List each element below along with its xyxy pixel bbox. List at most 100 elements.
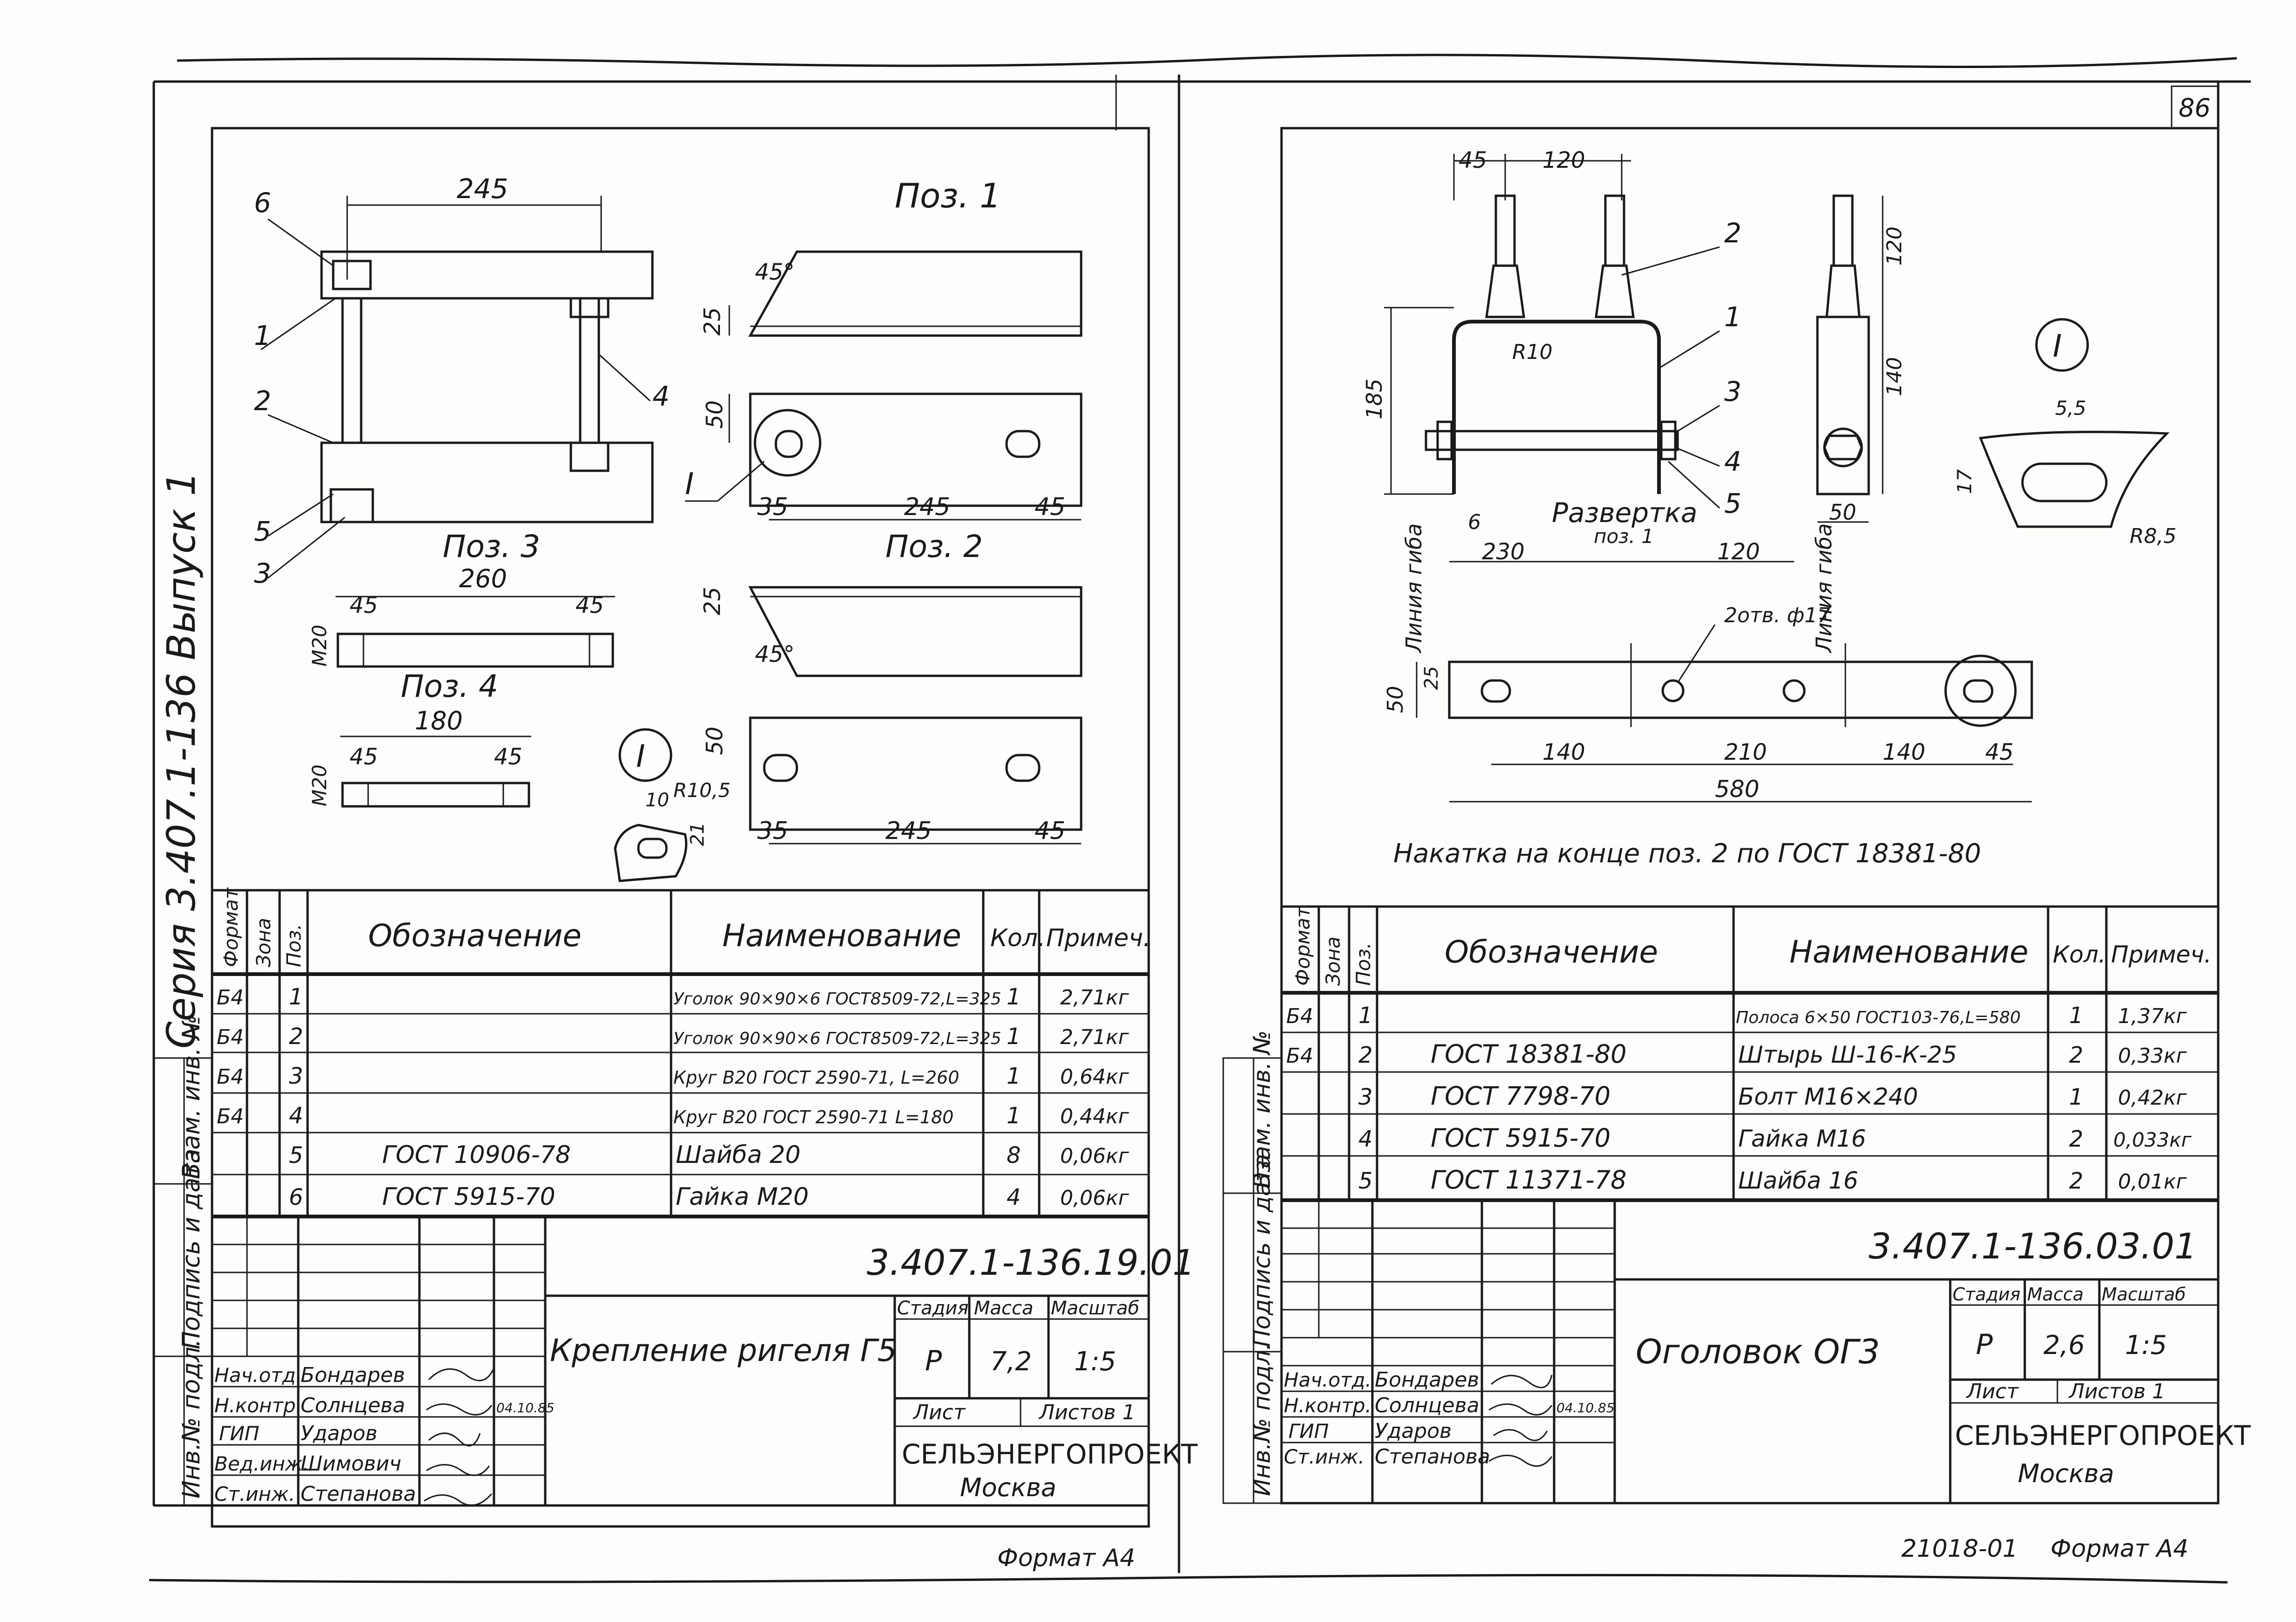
right-mass-label: Масса: [2027, 1284, 2084, 1305]
left-mass: 7,2: [990, 1347, 1032, 1377]
poz3-d260: 260: [459, 564, 507, 593]
head-d185: 185: [1362, 378, 1387, 419]
r-r3-note: 0,42кг: [2118, 1086, 2187, 1110]
head-r10: R10: [1512, 340, 1553, 364]
r-callout-4: 4: [1724, 446, 1741, 477]
left-spec-rows: Б4 1 Уголок 90×90×6 ГОСТ8509-72,L=325 1 …: [217, 984, 1130, 1211]
right-sheets-count: Листов 1: [2068, 1380, 2165, 1403]
poz2-angle: 45°: [755, 641, 795, 667]
sheet-number-box: [2171, 85, 2219, 129]
l-hdr-pos: Поз.: [282, 924, 305, 967]
right-callouts: 2 1 3 4 5: [1621, 217, 1741, 519]
l-r2-fmt: Б4: [217, 1025, 244, 1049]
poz1-plan-view: [728, 392, 1083, 521]
r-r1-qty: 1: [2069, 1003, 2084, 1029]
detail-I-mark-right: I: [2053, 328, 2062, 364]
left-format: Формат А4: [997, 1544, 1135, 1572]
head-front-view: [1384, 154, 1679, 495]
r-r5-qty: 2: [2069, 1168, 2084, 1194]
l-r6-pos: 6: [289, 1184, 303, 1210]
poz2-side-view: [748, 586, 1083, 677]
l-staff-role-1: Н.контр.: [214, 1394, 302, 1417]
left-assembly-view: 245: [320, 173, 654, 523]
poz2-d45: 45: [1035, 817, 1065, 845]
l-r1-qty: 1: [1007, 984, 1021, 1010]
l-r3-fmt: Б4: [217, 1065, 244, 1089]
order-number: 21018-01: [1901, 1535, 2018, 1563]
poz2-d35: 35: [757, 817, 788, 845]
r-r4-name: Гайка М16: [1738, 1125, 1866, 1152]
left-scale-label: Масштаб: [1051, 1298, 1139, 1319]
poz1-d25: 25: [699, 307, 726, 336]
detail-d55: 5,5: [2055, 397, 2086, 419]
callout-2: 2: [254, 385, 271, 417]
right-city: Москва: [2018, 1459, 2114, 1488]
r-date: 04.10.85: [1556, 1400, 1615, 1416]
r-r3-pos: 3: [1358, 1084, 1373, 1110]
right-scale-label: Масштаб: [2102, 1284, 2186, 1305]
r-r1-fmt: Б4: [1286, 1004, 1313, 1028]
series-label: Серия 3.407.1-136 Выпуск 1: [158, 471, 204, 1049]
r-staff-role-3: Ст.инж.: [1284, 1445, 1364, 1468]
r-hdr-qty: Кол.: [2053, 941, 2106, 968]
strip-d230: 230: [1482, 539, 1525, 565]
side-d140: 140: [1883, 357, 1906, 396]
poz3-d45b: 45: [576, 592, 604, 619]
head-d6: 6: [1468, 510, 1481, 534]
detail-r85: R8,5: [2130, 524, 2177, 548]
l-r2-name: Уголок 90×90×6 ГОСТ8509-72,L=325: [673, 1029, 1001, 1048]
strip-d45: 45: [1985, 739, 2014, 765]
poz4-title: Поз. 4: [401, 668, 498, 704]
r-staff-name-1: Солнцева: [1375, 1394, 1479, 1417]
left-stamp-sign-date: Подпись и дата: [178, 1148, 206, 1349]
r-staff-role-0: Нач.отд.: [1284, 1368, 1371, 1391]
l-r6-qty: 4: [1007, 1184, 1021, 1210]
r-hdr-pos: Поз.: [1352, 942, 1375, 986]
poz1-d45: 45: [1035, 493, 1065, 521]
left-city: Москва: [960, 1473, 1056, 1502]
l-hdr-name: Наименование: [722, 918, 961, 954]
r-signature-2: [1488, 1403, 1553, 1416]
r-signature-1: [1491, 1375, 1553, 1388]
l-r5-name: Шайба 20: [676, 1141, 801, 1169]
head-d120: 120: [1542, 147, 1585, 173]
r-r1-name: Полоса 6×50 ГОСТ103-76,L=580: [1736, 1008, 2021, 1027]
left-scale: 1:5: [1074, 1347, 1116, 1377]
poz1-d35: 35: [757, 493, 788, 521]
right-mass: 2,6: [2043, 1330, 2085, 1361]
r-hdr-name: Наименование: [1789, 934, 2029, 970]
top-edge: [177, 54, 2237, 68]
left-staff: Нач.отд. Бондарев Н.контр. Солнцева ГИП …: [214, 1363, 555, 1506]
signature-3: [428, 1432, 481, 1447]
left-stamp-inv-podl: Инв.№ подл.: [178, 1339, 206, 1498]
r-staff-name-2: Ударов: [1375, 1419, 1452, 1443]
right-side-stamp: [1222, 1057, 1282, 1504]
strip-d120: 120: [1717, 539, 1760, 565]
detail-d10: 10: [645, 790, 669, 811]
detail-I-mark: I: [636, 738, 645, 774]
detail-I-left: [614, 728, 687, 882]
callout-5: 5: [254, 515, 271, 547]
l-r4-pos: 4: [289, 1103, 303, 1129]
r-r2-pos: 2: [1358, 1042, 1373, 1068]
head-side-view: [1816, 194, 1884, 523]
r-r2-fmt: Б4: [1286, 1044, 1313, 1068]
r-staff-role-1: Н.контр.: [1284, 1394, 1371, 1417]
poz1-side-view: [728, 250, 1083, 337]
l-staff-name-3: Шимович: [301, 1452, 401, 1476]
r-r4-note: 0,033кг: [2113, 1128, 2192, 1151]
l-r4-fmt: Б4: [217, 1105, 244, 1128]
rolling-note: Накатка на конце поз. 2 по ГОСТ 18381-80: [1393, 838, 1981, 869]
bend-line-b: Линия гиба: [1811, 523, 1837, 653]
detail-I-right: [1979, 318, 2170, 528]
left-title-block-grid: [212, 1215, 1149, 1507]
strip-d50: 50: [1383, 686, 1408, 713]
detail-ref-I: I: [685, 467, 694, 502]
poz3-rod: [336, 596, 615, 668]
l-r1-note: 2,71кг: [1060, 986, 1130, 1010]
razvertka-sub: поз. 1: [1594, 525, 1654, 548]
signature-2: [426, 1403, 493, 1416]
razvertka: Развертка: [1552, 497, 1697, 529]
